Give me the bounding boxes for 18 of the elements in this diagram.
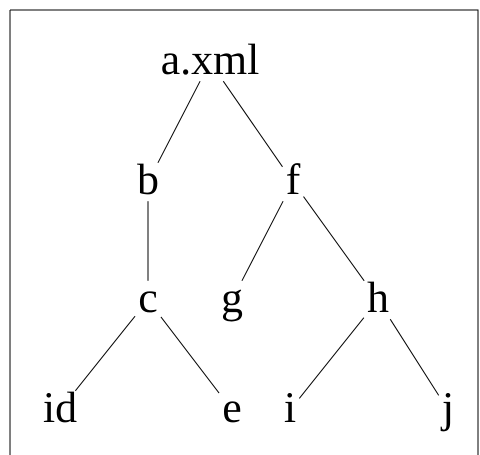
- node-label: g: [222, 290, 242, 322]
- tree-edge: [298, 317, 364, 399]
- node-label: b: [137, 164, 158, 194]
- tree-edge: [390, 318, 440, 396]
- node-label: c: [140, 291, 156, 312]
- node-label: f: [287, 163, 300, 194]
- tree-edge: [222, 80, 283, 168]
- tree-edge: [241, 200, 284, 282]
- tree-edge: [157, 80, 201, 164]
- node-label: id: [44, 392, 77, 422]
- tree-edge: [74, 316, 136, 392]
- node-label: h: [367, 282, 388, 312]
- tree-edge: [160, 316, 220, 394]
- node-label: e: [224, 401, 240, 422]
- tree-edge: [303, 196, 365, 282]
- node-label: i: [284, 392, 296, 422]
- node-label: a.xml: [162, 44, 258, 75]
- node-label: j: [440, 392, 450, 432]
